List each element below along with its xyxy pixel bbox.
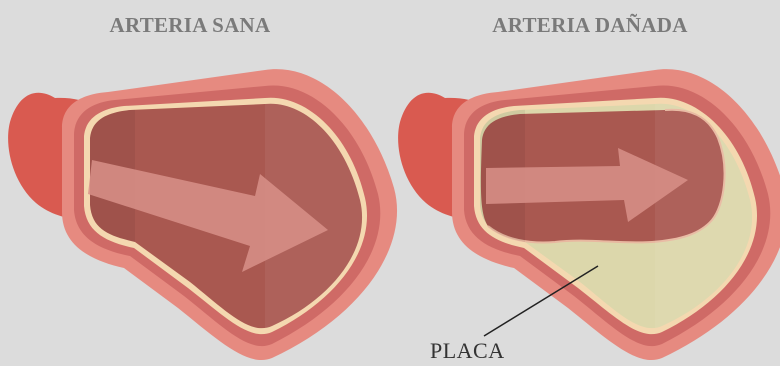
plaque-label: PLACA bbox=[430, 338, 505, 364]
healthy-artery bbox=[8, 69, 405, 360]
damaged-artery bbox=[398, 69, 780, 360]
